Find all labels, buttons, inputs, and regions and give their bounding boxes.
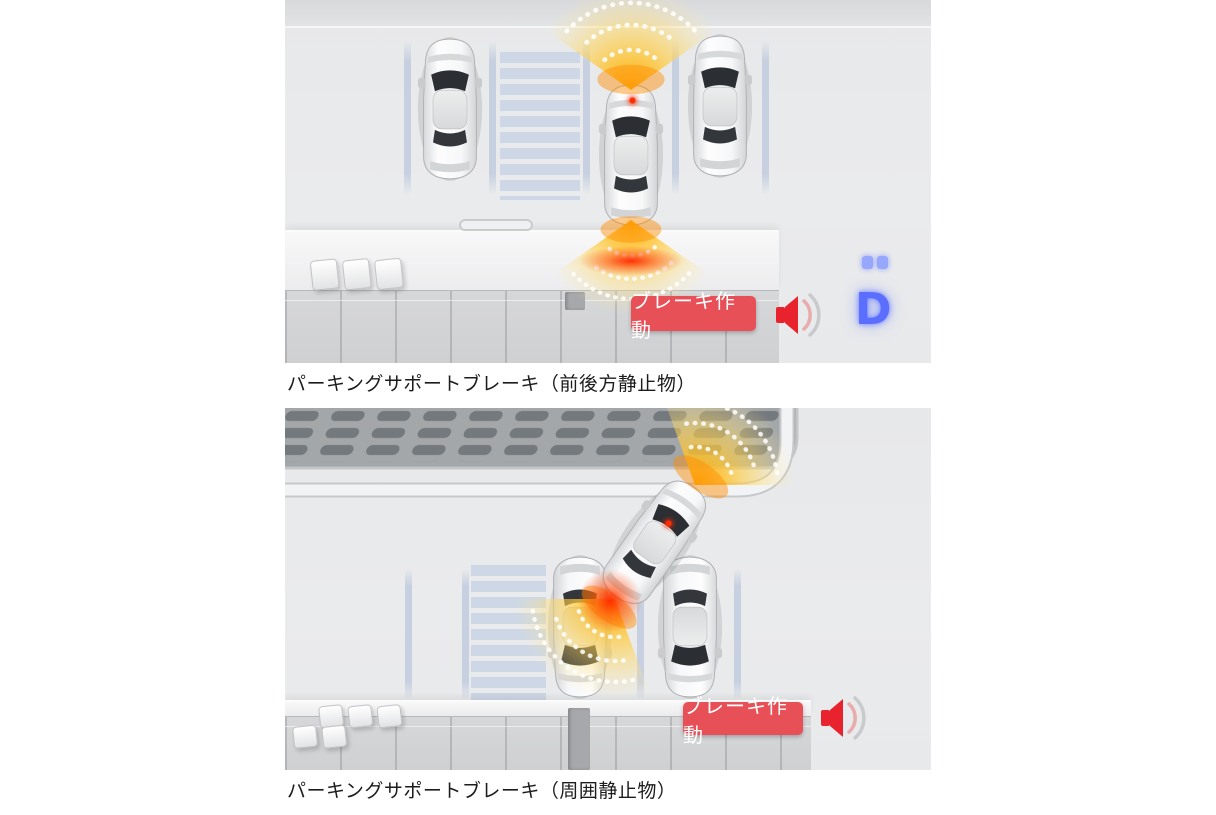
shift-indicator-d: D [855, 284, 892, 335]
parking-line [672, 40, 679, 195]
figure-front-rear: ブレーキ作動 D パーキングサポートブレーキ（前後方静止物） [285, 0, 931, 408]
brake-badge-label: ブレーキ作動 [631, 290, 736, 342]
parked-car-left [417, 36, 483, 182]
ledge-handle [459, 219, 533, 231]
figure1-caption: パーキングサポートブレーキ（前後方静止物） [287, 374, 696, 395]
brake-activation-badge: ブレーキ作動 [683, 696, 803, 747]
brake-badge-label: ブレーキ作動 [683, 695, 788, 747]
crosswalk-stripes [471, 565, 546, 705]
figure2-caption: パーキングサポートブレーキ（周囲静止物） [287, 781, 677, 802]
shift-indicator-dashes [862, 256, 892, 274]
parking-line [762, 40, 769, 195]
parking-line [405, 568, 412, 700]
parking-line [462, 568, 469, 700]
parking-line [583, 40, 590, 195]
crosswalk-stripes [500, 52, 580, 200]
step-blocks [292, 721, 352, 749]
illustration-front-rear: ブレーキ作動 D [285, 0, 931, 363]
parked-car-right [687, 33, 753, 179]
illustration-surround: ブレーキ作動 [285, 408, 931, 770]
content-column: ブレーキ作動 D パーキングサポートブレーキ（前後方静止物） [285, 0, 931, 815]
brake-activation-badge: ブレーキ作動 [631, 291, 756, 342]
figure-surround: ブレーキ作動 パーキングサポートブレーキ（周囲静止物） [285, 408, 931, 815]
speaker-icon [819, 696, 866, 740]
wall-slot [565, 292, 585, 310]
hazard-light-dot [628, 96, 637, 105]
hazard-light-dot [664, 519, 673, 528]
parking-line [734, 568, 741, 700]
carport-roof [285, 408, 799, 498]
wall-doorway [568, 708, 590, 770]
parking-line [404, 40, 411, 195]
parking-line [489, 40, 496, 195]
speaker-icon [774, 293, 821, 337]
parking-top-wall [285, 0, 931, 28]
